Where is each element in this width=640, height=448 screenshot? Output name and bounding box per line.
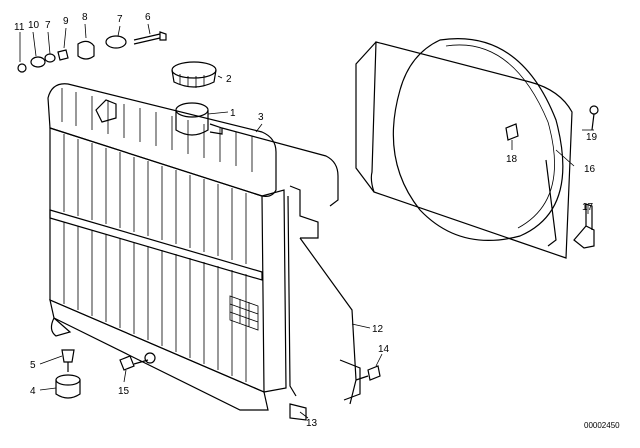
callout-1: 1 [230, 108, 236, 119]
callout-17: 17 [582, 202, 594, 213]
callout-5: 5 [30, 360, 36, 371]
callout-4: 4 [30, 386, 36, 397]
callout-14: 14 [378, 344, 390, 355]
callout-7b: 7 [117, 14, 123, 25]
callout-15: 15 [118, 386, 130, 397]
callout-18: 18 [506, 154, 518, 165]
drain-plug [119, 355, 149, 371]
callout-8: 8 [82, 12, 88, 23]
callout-13: 13 [306, 418, 318, 429]
nut [505, 123, 519, 141]
callout-16: 16 [584, 164, 596, 175]
callout-7: 7 [45, 20, 51, 31]
mounting-bushing [55, 374, 81, 399]
callout-3: 3 [258, 112, 264, 123]
radiator-cap [171, 61, 217, 88]
callout-9: 9 [63, 16, 69, 27]
mounting-bolt [61, 349, 75, 372]
callout-6: 6 [145, 12, 151, 23]
callout-11: 11 [14, 22, 25, 33]
radiator [47, 83, 287, 411]
callout-labels: 11 10 7 9 8 7 6 2 1 3 19 18 16 17 12 14 … [14, 12, 598, 429]
mounting-hardware [17, 31, 167, 73]
callout-19: 19 [586, 132, 598, 143]
callout-10: 10 [28, 20, 40, 31]
callout-12: 12 [372, 324, 384, 335]
screw [589, 105, 599, 131]
callout-2: 2 [226, 74, 232, 85]
leader-lines [19, 23, 594, 419]
screw-14 [355, 365, 381, 381]
clip [573, 203, 595, 249]
fan-shroud [355, 38, 573, 259]
hose-frame [221, 127, 361, 421]
drawing-code: 00002450 [584, 421, 620, 430]
